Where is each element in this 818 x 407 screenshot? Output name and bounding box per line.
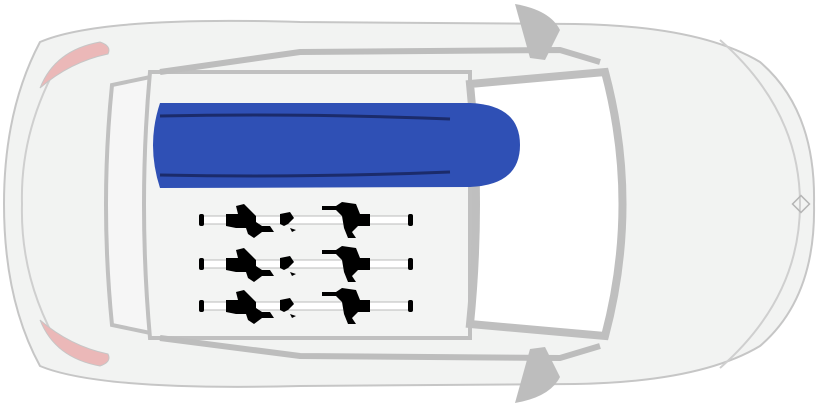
rack-end-left — [199, 214, 204, 226]
roof-box-stripe-top — [159, 113, 451, 121]
rack-clamp-mid — [280, 212, 296, 232]
rack-clamp-left — [226, 290, 274, 324]
roof-box — [153, 103, 520, 188]
body-line — [20, 59, 61, 349]
rack-clamp-right — [322, 246, 370, 282]
mirror-left — [515, 4, 560, 60]
rack-end-left — [199, 258, 204, 270]
bike-rack — [199, 202, 413, 238]
tail-light-top — [39, 41, 110, 89]
mirror-right — [515, 347, 560, 403]
rack-clamp-mid — [280, 256, 296, 276]
bike-rack — [199, 246, 413, 282]
roof-rail-bottom — [159, 335, 601, 362]
rack-end-right — [408, 300, 413, 312]
bike-rack — [199, 288, 413, 324]
rack-clamp-left — [226, 248, 274, 282]
rack-clamp-left — [226, 204, 274, 238]
rack-clamp-right — [322, 288, 370, 324]
hood-line — [719, 39, 802, 369]
rack-end-right — [408, 214, 413, 226]
rack-clamp-right — [322, 202, 370, 238]
tail-light-bottom — [39, 319, 110, 367]
rack-end-right — [408, 258, 413, 270]
roof-rail-top — [159, 46, 601, 75]
rack-end-left — [199, 300, 204, 312]
roof-box-stripe-bottom — [159, 170, 451, 178]
diamond-emblem — [791, 194, 811, 214]
rack-clamp-mid — [280, 298, 296, 318]
